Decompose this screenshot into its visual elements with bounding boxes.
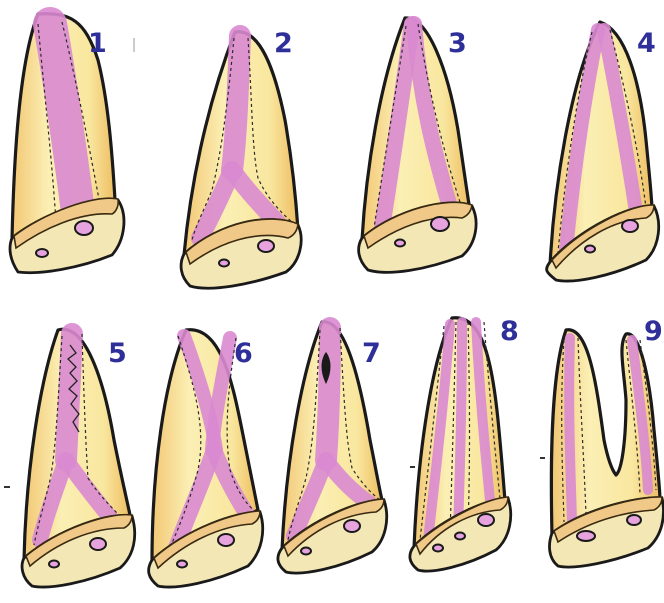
root-type-9	[550, 330, 664, 567]
label-9: 9	[644, 316, 663, 347]
label-1: 1	[88, 28, 107, 59]
root-type-4	[547, 22, 659, 281]
label-3: 3	[448, 28, 467, 59]
label-6: 6	[234, 338, 253, 369]
label-8: 8	[500, 316, 519, 347]
stray-mark-top	[133, 38, 135, 52]
label-7: 7	[362, 338, 381, 369]
stray-mark-right	[540, 457, 545, 459]
label-2: 2	[274, 28, 293, 59]
label-5: 5	[108, 338, 127, 369]
stray-mark-left	[4, 486, 10, 488]
root-type-2	[181, 32, 301, 288]
root-type-1	[10, 14, 124, 273]
label-4: 4	[637, 28, 656, 59]
stray-mark-mid	[410, 466, 415, 468]
root-type-8	[410, 318, 511, 571]
